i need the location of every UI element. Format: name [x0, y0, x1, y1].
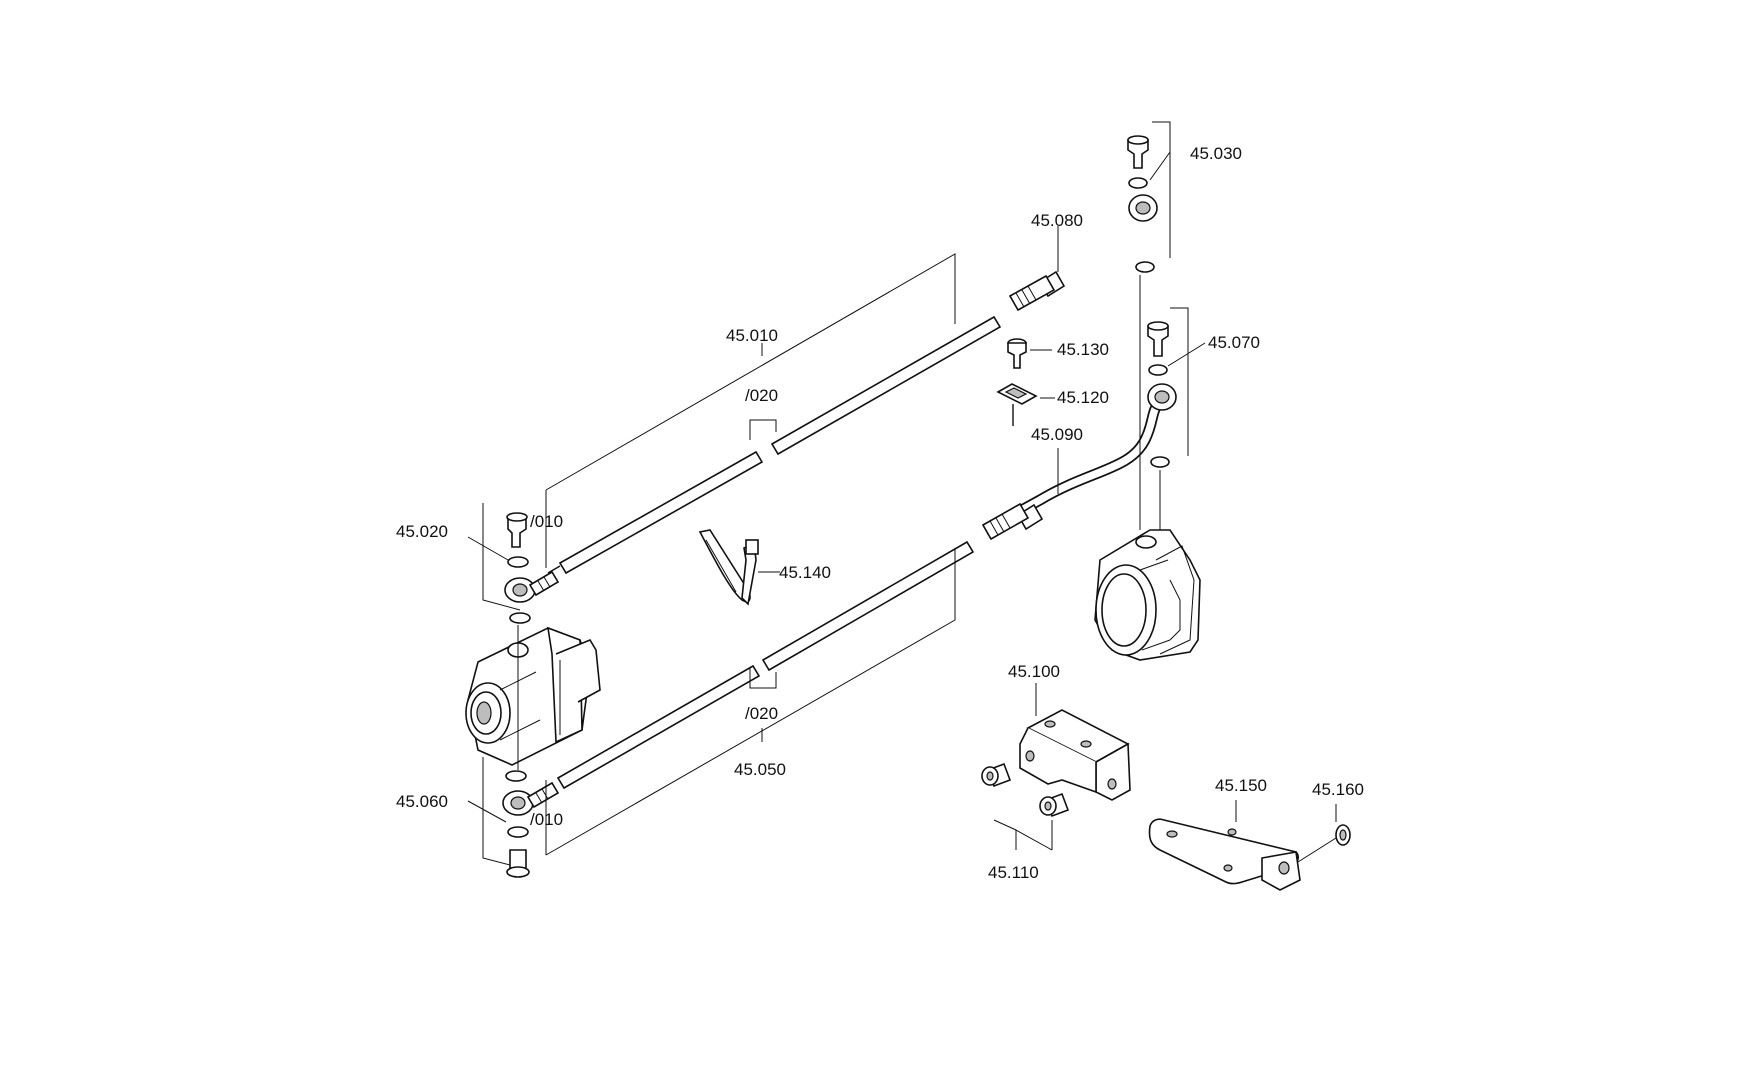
pipe-45010	[547, 315, 1002, 575]
label-45130: 45.130	[1057, 340, 1109, 359]
cable-tie-45140	[698, 529, 759, 606]
label-45140: 45.140	[779, 563, 831, 582]
banjo-bolt-45070	[1147, 321, 1170, 468]
label-45030: 45.030	[1190, 144, 1242, 163]
bracket-45100	[1019, 709, 1131, 801]
label-45100: 45.100	[1008, 662, 1060, 681]
label-45050: 45.050	[734, 760, 786, 779]
hose-45090-fitting	[981, 502, 1030, 541]
label-45110: 45.110	[988, 863, 1039, 882]
spacer-45110	[981, 762, 1070, 818]
hose-45080-fitting	[1008, 274, 1056, 312]
banjo-fitting-lower-left	[502, 770, 560, 878]
label-45150: 45.150	[1215, 776, 1267, 795]
label-45020: 45.020	[396, 522, 448, 541]
label-45070: 45.070	[1208, 333, 1260, 352]
label-45010: 45.010	[726, 326, 778, 345]
leader-lines	[467, 121, 1337, 866]
label-s010-bottom: /010	[530, 810, 563, 829]
label-s020-bottom: /020	[745, 704, 778, 723]
pipe-45050	[556, 540, 975, 790]
label-s010-top: /010	[530, 512, 563, 531]
banjo-fitting-upper-left	[504, 512, 560, 624]
washer-45160	[1335, 824, 1351, 846]
label-45120: 45.120	[1057, 388, 1109, 407]
label-s020-top: /020	[745, 386, 778, 405]
label-45090: 45.090	[1031, 425, 1083, 444]
plate-45150	[1148, 818, 1301, 891]
part-labels: 45.010 /020 45.020 /010 45.030 45.080 45…	[396, 144, 1364, 882]
clip-45120	[996, 383, 1038, 426]
banjo-bolt-45030	[1127, 135, 1155, 273]
hose-45090	[981, 383, 1177, 541]
label-45060: 45.060	[396, 792, 448, 811]
label-45160: 45.160	[1312, 780, 1364, 799]
hose-45080	[1008, 194, 1158, 312]
bolt-45130	[1007, 338, 1027, 369]
housing-right	[1094, 529, 1201, 661]
label-45080: 45.080	[1031, 211, 1083, 230]
pump-unit-left	[465, 626, 601, 766]
